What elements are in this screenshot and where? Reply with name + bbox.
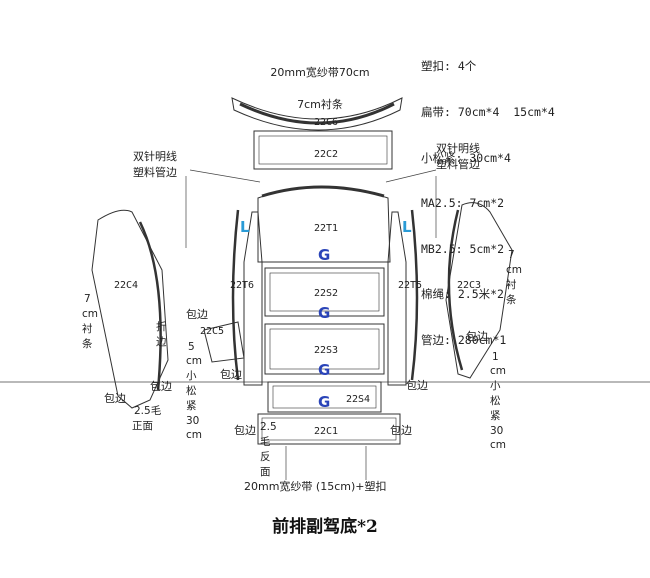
piece-c3 [445, 202, 513, 379]
label-t1: 22T1 [314, 223, 338, 234]
label-fold-edge: 折边 [156, 320, 167, 348]
label-s2: 22S2 [314, 288, 338, 299]
label-c6: 22C6 [314, 117, 338, 128]
piece-s3 [264, 323, 385, 375]
label-binding-c5: 包边 [186, 308, 208, 321]
mark-g-t1: G [318, 246, 330, 264]
mark-l-left: L [240, 218, 250, 236]
material-line: 塑扣: 4个 [421, 59, 477, 74]
piece-t5 [387, 211, 407, 386]
diagram-title: 前排副驾底*2 [272, 517, 378, 537]
label-binding-c4: 包边 [150, 380, 172, 393]
label-stitch-right-2: 塑料管边 [436, 157, 480, 171]
piece-c1-inner [261, 417, 397, 441]
label-c3: 22C3 [457, 280, 481, 291]
piece-c3-edge [447, 209, 464, 371]
mark-l-right: L [402, 218, 412, 236]
piece-s4-inner [272, 385, 377, 409]
label-c4: 22C4 [114, 280, 138, 291]
material-line: 管边: 280cm*1 [421, 333, 507, 348]
piece-c1 [257, 413, 401, 445]
label-bottom-tape: 20mm宽纱带 (15cm)+塑扣 [244, 479, 386, 493]
label-binding-c4-lower: 包边 [104, 392, 126, 405]
piece-s4 [267, 381, 382, 413]
leader-stitch-left [189, 169, 261, 183]
material-line: 扁带: 70cm*4 15cm*4 [421, 105, 555, 120]
mark-g-s2: G [318, 304, 330, 322]
label-c1: 22C1 [314, 426, 338, 437]
piece-c5 [203, 321, 245, 363]
label-t6: 22T6 [230, 280, 254, 291]
material-list: 塑扣: 4个 扁带: 70cm*4 15cm*4 小松紧: 30cm*4 MA2… [421, 29, 555, 363]
label-t5: 22T5 [398, 280, 422, 291]
material-line: 棉绳: 2.5米*2 [421, 287, 504, 302]
piece-s2 [264, 267, 385, 317]
piece-c4 [91, 209, 169, 409]
label-stitch-right-1: 双针明线 [436, 141, 480, 155]
piece-c2-inner [258, 135, 388, 165]
piece-t1-edge [261, 185, 385, 198]
piece-s3-inner [269, 328, 380, 370]
material-line: MA2.5: 7cm*2 [421, 196, 505, 211]
label-top-tape: 20mm宽纱带70cm [270, 65, 369, 79]
piece-t6-edge [231, 209, 240, 381]
label-binding-c1-right: 包边 [390, 424, 412, 437]
piece-t6 [243, 211, 263, 386]
label-binding-c1-left: 包边 [234, 424, 256, 437]
label-c5: 22C5 [200, 326, 224, 337]
label-stitch-left-1: 双针明线 [133, 149, 177, 163]
mark-g-s4: G [318, 393, 330, 411]
piece-c4-edge [138, 221, 162, 391]
label-s4: 22S4 [346, 394, 370, 405]
label-c2: 22C2 [314, 149, 338, 160]
piece-c2 [253, 130, 393, 170]
label-c6-strip: 7cm衬条 [297, 97, 343, 111]
label-s3: 22S3 [314, 345, 338, 356]
label-fur-face: 2.5毛正面 [132, 405, 162, 432]
mark-g-s3: G [318, 361, 330, 379]
label-binding-t6: 包边 [220, 368, 242, 381]
material-line: MB2.5: 5cm*2 [421, 241, 505, 256]
label-binding-c3: 包边 [466, 330, 488, 343]
label-binding-t5: 包边 [406, 379, 428, 392]
label-stitch-left-2: 塑料管边 [133, 165, 177, 179]
piece-s2-inner [269, 272, 380, 312]
piece-t5-edge [410, 209, 419, 381]
piece-c6-edge [239, 102, 395, 125]
material-line: 小松紧: 30cm*4 [421, 150, 511, 165]
piece-c6-outline [231, 97, 403, 131]
leader-stitch-right [385, 169, 437, 183]
